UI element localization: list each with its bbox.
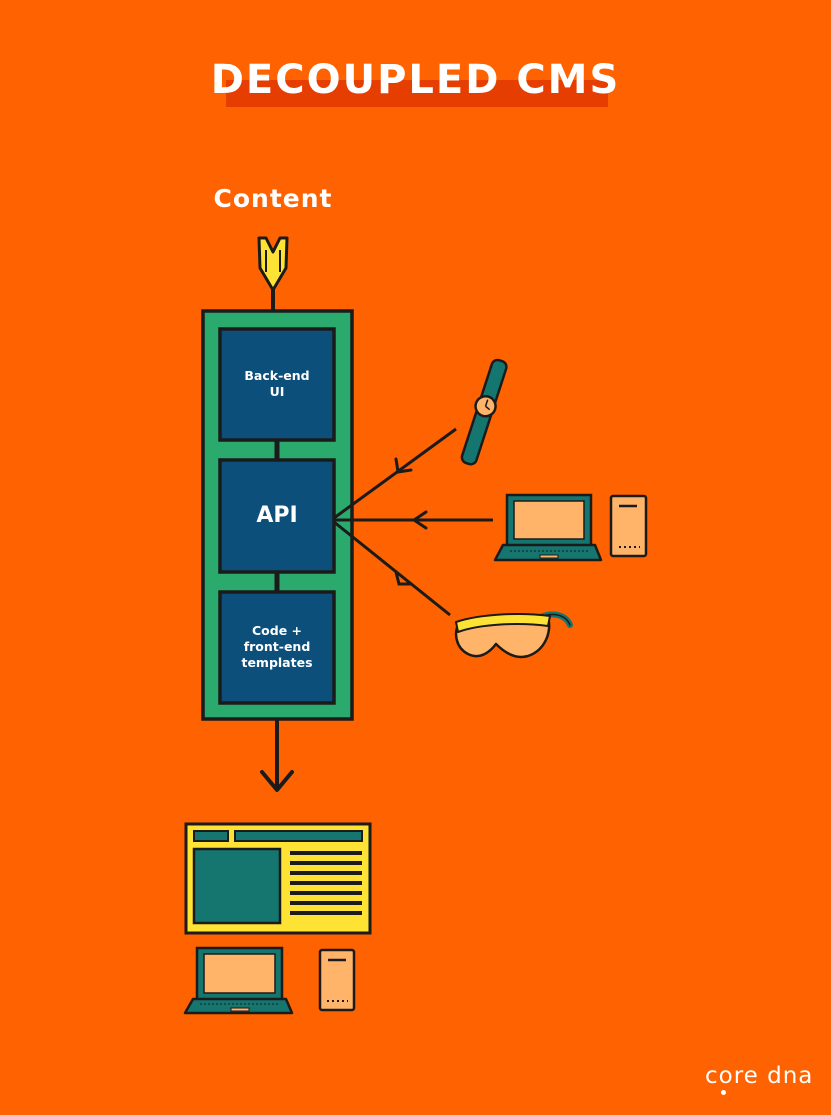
brand-logo: core dna xyxy=(705,1063,814,1089)
website-icon xyxy=(184,822,372,935)
laptop-icon xyxy=(493,493,603,562)
phone-icon xyxy=(609,494,648,558)
page-title: DECOUPLED CMS xyxy=(210,57,621,103)
api-label: API xyxy=(256,503,298,528)
smartwatch-icon xyxy=(460,358,508,466)
api-connection-lines xyxy=(333,427,493,617)
api-box xyxy=(218,458,336,574)
code-templates-box xyxy=(218,590,336,705)
code-templates-label: Code + front-end templates xyxy=(241,623,313,670)
content-label: Content xyxy=(213,184,333,213)
output-arrow-icon xyxy=(260,719,294,792)
backend-ui-label: Back-end UI xyxy=(244,368,310,399)
title-highlight xyxy=(226,80,608,107)
content-arrow-icon xyxy=(257,236,289,312)
brand-dot xyxy=(721,1090,726,1095)
vr-goggles-icon xyxy=(454,611,573,659)
phone-icon-bottom xyxy=(318,948,356,1012)
laptop-icon-bottom xyxy=(183,946,294,1015)
backend-ui-box xyxy=(218,327,336,442)
